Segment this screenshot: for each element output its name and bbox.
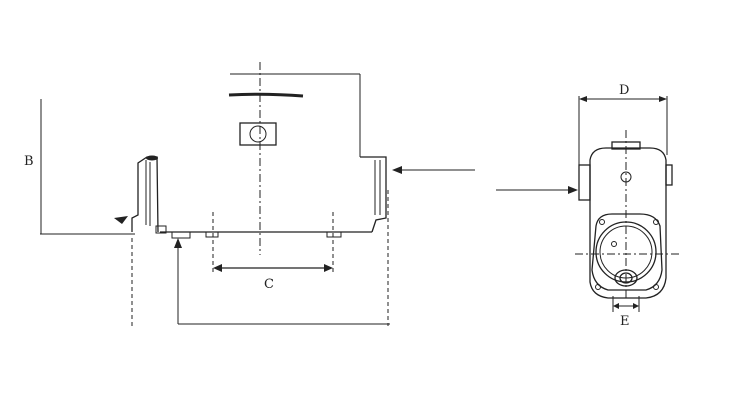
left-bracket: [131, 155, 167, 234]
end-inlet-arrowhead: [568, 186, 578, 194]
left-bracket-outline: [131, 156, 159, 233]
port-frame: [239, 122, 277, 146]
front-elevation-view: B: [24, 62, 475, 326]
foot-right: [326, 231, 342, 238]
dimension-b: B: [24, 99, 135, 235]
right-inlet-arrowhead: [392, 166, 402, 174]
bolt-hole-5: [611, 241, 617, 247]
label-b: B: [24, 154, 34, 169]
foot-left: [171, 231, 191, 239]
dimension-d: D: [578, 83, 668, 180]
end-view-inlet: [496, 186, 578, 194]
drain-port-inner: [619, 272, 633, 284]
end-housing: [575, 130, 680, 300]
tank-body: [160, 62, 372, 255]
dimension-e-arrow-right: [633, 303, 639, 309]
label-c: C: [264, 277, 274, 292]
housing-outline: [589, 147, 667, 299]
flange-inner-bore: [599, 225, 653, 279]
bolt-hole-1: [599, 219, 605, 225]
dimension-c: C: [212, 212, 334, 292]
right-bracket-outline: [360, 156, 387, 233]
end-view: D: [496, 83, 680, 329]
inspection-port: [239, 122, 277, 146]
left-bracket-cap: [146, 155, 158, 161]
top-band-mark: [228, 92, 304, 98]
flow-arrows-left: [114, 166, 475, 224]
bolt-hole-2: [653, 219, 659, 225]
dimension-c-arrow-left: [213, 264, 222, 272]
housing-left-flange: [578, 164, 591, 201]
bolt-hole-3: [595, 284, 601, 290]
drain-port-outer: [614, 269, 638, 287]
tank-feet: [171, 231, 342, 239]
dimension-c-arrow-right: [324, 264, 333, 272]
left-bracket-foot: [155, 225, 167, 234]
dimension-e-arrow-left: [613, 303, 619, 309]
main-flange: [591, 213, 663, 291]
foot-mid: [205, 231, 219, 238]
dimension-d-arrow-left: [579, 96, 587, 102]
bolt-hole-4: [653, 284, 659, 290]
housing-right-flange: [665, 164, 673, 186]
dimension-e: E: [612, 296, 640, 329]
port-circle: [249, 125, 267, 143]
label-e: E: [620, 314, 630, 329]
left-inlet-arrow: [114, 216, 128, 224]
dimension-d-arrow-right: [659, 96, 667, 102]
left-bracket-ribs: [145, 160, 151, 226]
right-bracket: [360, 156, 387, 233]
flange-bore: [595, 221, 657, 283]
label-d: D: [619, 83, 629, 98]
base-leader-arrow: [174, 238, 182, 248]
right-bracket-ribs: [374, 160, 381, 215]
base-dimension: [40, 190, 390, 326]
